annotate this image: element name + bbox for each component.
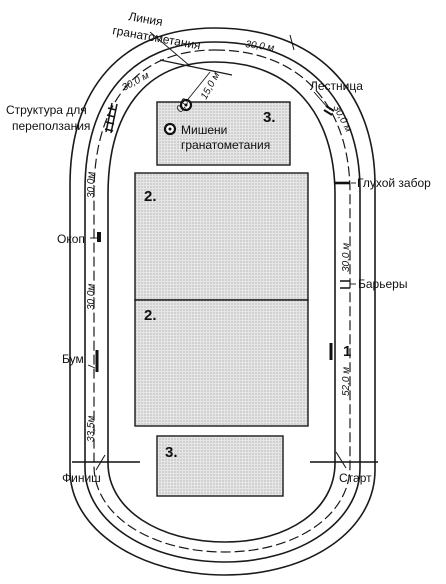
label-crawl-structure-2: переползания	[12, 119, 90, 133]
measure-right-lower: 52,0 м	[341, 367, 352, 396]
ladder-pointer	[313, 91, 329, 109]
measure-top-left: 30,0 м	[120, 70, 151, 93]
label-start: Старт	[339, 471, 372, 485]
zone-number-field-lower: 2.	[144, 307, 157, 324]
measure-target-far: 15,0 м	[199, 70, 222, 101]
measure-top-right: 30,0 м	[330, 103, 353, 134]
label-blind-fence: Глухой забор	[357, 176, 431, 190]
track-inner-line	[107, 61, 336, 543]
top-arc-tick	[289, 34, 295, 51]
label-targets-1: Мишени	[181, 123, 227, 137]
measure-left-lower: 33,5м	[86, 416, 97, 442]
running-track	[69, 27, 376, 576]
beam-pointer	[87, 364, 96, 369]
label-hurdles: Барьеры	[358, 277, 407, 291]
crawl-structure-symbol	[104, 102, 118, 134]
target-marker-2-core	[168, 127, 172, 131]
label-targets-2: гранатометания	[181, 138, 270, 152]
track-middle-line	[84, 41, 361, 563]
label-finish: Финиш	[62, 471, 101, 485]
trench-symbol	[97, 232, 101, 242]
field-upper	[134, 172, 309, 301]
field-lower	[134, 299, 309, 427]
label-ladder: Лестница	[310, 79, 363, 93]
zone-number-top: 3.	[263, 109, 276, 126]
zone-number-field-upper: 2.	[144, 188, 157, 205]
label-grenade-line-1: Линия	[127, 9, 163, 29]
label-crawl-structure-1: Структура для	[6, 103, 87, 117]
track-dashed-lane	[93, 49, 351, 553]
target-marker-1-core	[184, 103, 188, 107]
measure-top-arc: 30,0 м	[245, 39, 275, 54]
measure-left-upper: 30,0м	[86, 172, 97, 198]
measure-right-upper: 30,0 м	[341, 243, 352, 272]
hurdles-symbol	[340, 280, 350, 289]
track-outer-line	[69, 27, 376, 576]
lane-marker-number: 1	[343, 343, 351, 360]
finish-arrow	[95, 454, 106, 471]
zone-number-bottom: 3.	[165, 444, 178, 461]
grenade-line-pointer	[149, 31, 191, 67]
zone-top-area	[156, 101, 291, 166]
grenade-line	[159, 59, 233, 76]
measure-left-middle: 30,0м	[86, 284, 97, 310]
zone-bottom-area	[156, 435, 284, 497]
label-beam: Бум	[62, 352, 84, 366]
start-arrow	[335, 451, 347, 469]
grenade-distance-line	[184, 71, 211, 104]
label-trench: Окоп	[57, 232, 85, 246]
